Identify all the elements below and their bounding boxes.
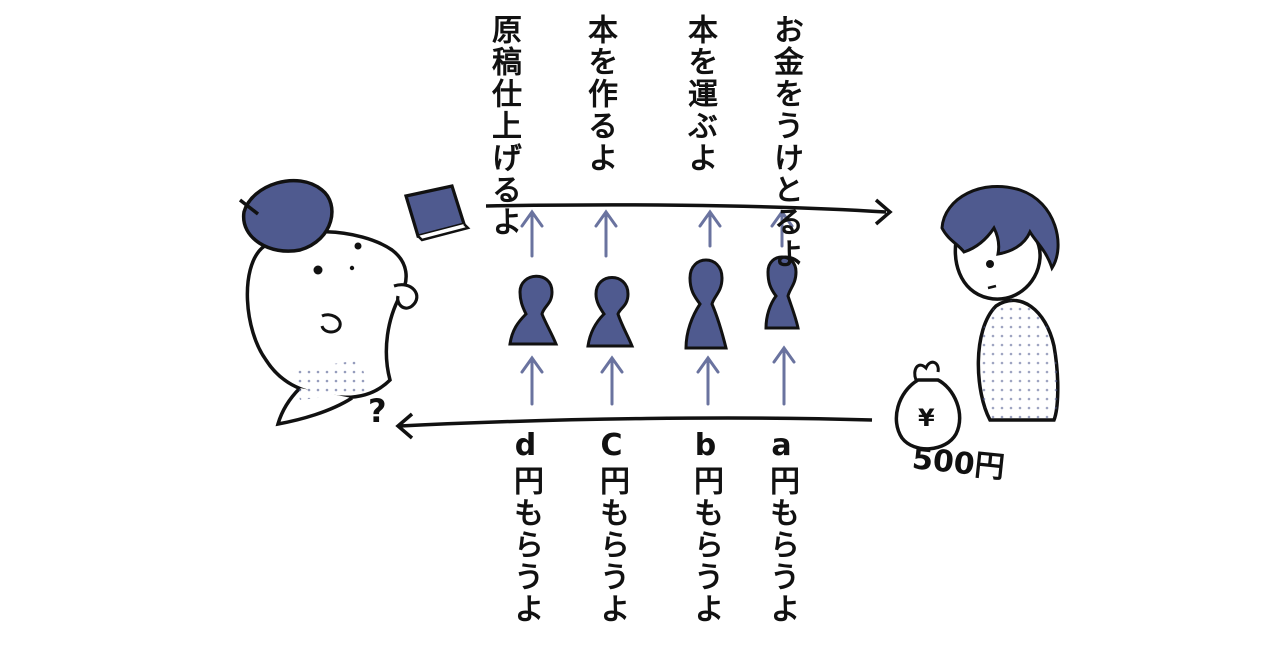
label-carry-book: 本を運ぶよ	[682, 14, 717, 174]
label-receive-money: お金をうけとるよ	[768, 14, 803, 270]
up-arrow	[594, 209, 618, 258]
person-silhouette-icon	[684, 258, 728, 350]
book-icon	[403, 184, 471, 242]
person-silhouette-icon	[586, 276, 635, 348]
up-arrow	[698, 209, 722, 248]
up-arrow	[600, 355, 624, 406]
up-arrow	[520, 209, 544, 258]
label-c-yen: C円もらうよ	[594, 428, 629, 625]
up-arrow	[696, 355, 720, 406]
label-a-yen: a円もらうよ	[764, 428, 799, 625]
money-flow-arrow	[395, 412, 873, 440]
up-arrow	[772, 345, 796, 406]
beret-icon	[242, 178, 334, 253]
money-bag-yen-icon: ¥	[894, 360, 962, 451]
reader-person	[940, 184, 1060, 422]
up-arrow	[520, 355, 544, 406]
author-ghost	[238, 178, 419, 427]
person-silhouette-icon	[764, 255, 800, 330]
label-manuscript: 原稿仕上げるよ	[486, 14, 521, 238]
question-mark: ?	[368, 392, 387, 430]
label-d-yen: d円もらうよ	[508, 428, 543, 625]
label-b-yen: b円もらうよ	[688, 428, 723, 625]
yen-symbol: ¥	[918, 404, 935, 432]
up-arrow	[770, 209, 794, 248]
person-silhouette-icon	[508, 274, 559, 346]
label-make-book: 本を作るよ	[582, 14, 617, 174]
middlemen	[508, 209, 800, 406]
book-flow-arrow	[485, 198, 893, 226]
